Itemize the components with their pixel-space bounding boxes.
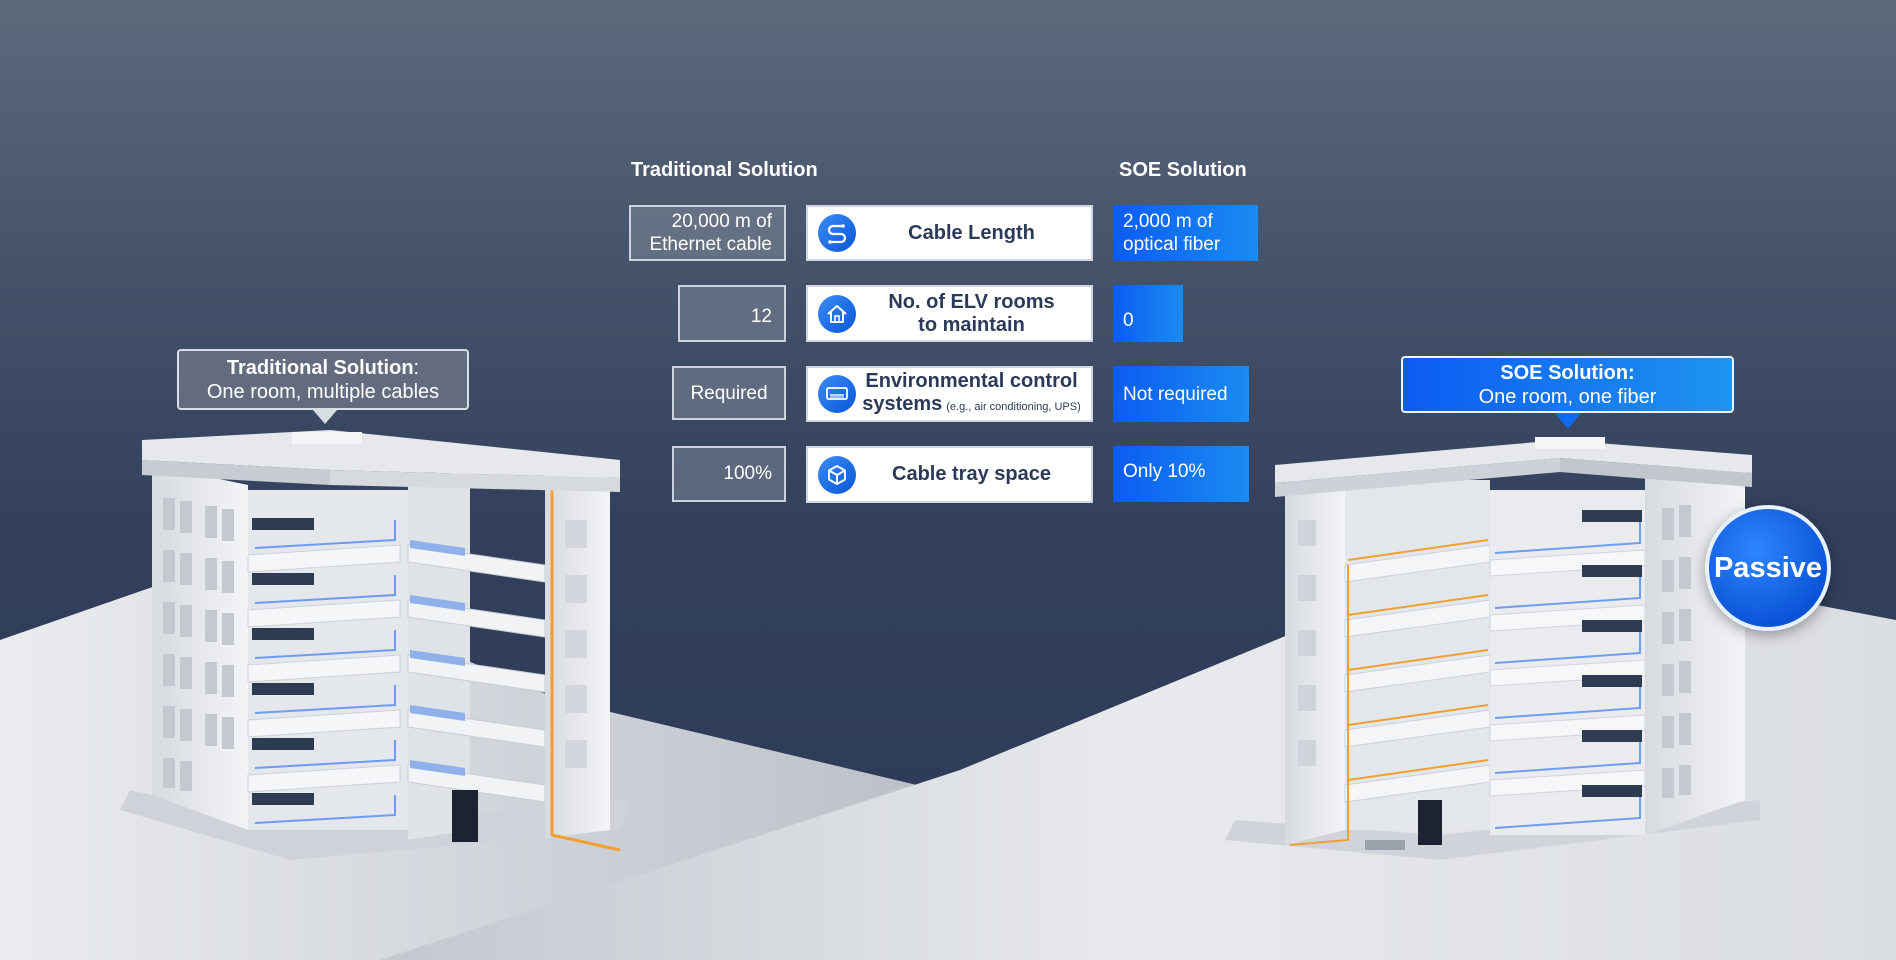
soe-value-environmental-control: Not required	[1113, 366, 1249, 422]
metric-label-elv-rooms: No. of ELV rooms to maintain	[806, 285, 1093, 342]
soe-value-line: 2,000 m of	[1123, 211, 1213, 232]
metric-label-note: (e.g., air conditioning, UPS)	[946, 400, 1081, 413]
metric-label-line-with-note: systems(e.g., air conditioning, UPS)	[862, 393, 1081, 419]
cable-route-icon	[818, 214, 856, 252]
soe-value-cable-tray: Only 10%	[1113, 446, 1249, 502]
soe-callout-pointer	[1555, 413, 1581, 429]
soe-value-elv-rooms: 0	[1113, 285, 1183, 342]
traditional-value-line: 100%	[723, 463, 772, 484]
metric-label-cable-length: Cable Length	[806, 205, 1093, 261]
passive-badge: Passive	[1705, 505, 1831, 631]
callout-title-line: Traditional Solution:	[179, 356, 467, 380]
soe-value-line: Not required	[1123, 383, 1228, 405]
soe-value-line: Only 10%	[1123, 461, 1206, 482]
metric-label-line: No. of ELV rooms	[888, 290, 1055, 313]
soe-value-line: 0	[1123, 310, 1134, 331]
metric-label-text: Cable Length	[858, 207, 1085, 259]
traditional-value-line: 20,000 m of	[671, 211, 772, 232]
traditional-value-elv-rooms: 12	[678, 285, 786, 342]
metric-label-line: Cable Length	[908, 221, 1035, 244]
soe-value-cable-length: 2,000 m of optical fiber	[1113, 205, 1258, 261]
callout-subtitle: One room, one fiber	[1478, 385, 1657, 408]
traditional-value-line: Ethernet cable	[649, 234, 772, 255]
soe-value-line: optical fiber	[1123, 234, 1221, 255]
callout-title: Traditional Solution	[226, 356, 414, 379]
air-conditioner-icon	[818, 375, 856, 413]
metric-label-environmental-control: Environmental control systems(e.g., air …	[806, 366, 1093, 422]
soe-solution-callout: SOE Solution: One room, one fiber	[1401, 356, 1734, 413]
soe-building	[1225, 437, 1760, 860]
traditional-solution-callout: Traditional Solution: One room, multiple…	[177, 349, 469, 410]
traditional-value-line: Required	[690, 382, 768, 404]
callout-title-colon: :	[413, 356, 420, 379]
metric-label-text: Cable tray space	[858, 448, 1085, 501]
traditional-value-line: 12	[750, 306, 772, 327]
callout-title: SOE Solution:	[1500, 361, 1635, 384]
metric-label-text: Environmental control systems(e.g., air …	[856, 368, 1087, 420]
cube-icon	[818, 455, 856, 494]
metric-label-line: Cable tray space	[892, 463, 1051, 485]
traditional-callout-pointer	[313, 410, 337, 424]
metric-label-text: No. of ELV rooms to maintain	[858, 287, 1085, 340]
metric-label-line: Environmental control	[865, 369, 1078, 392]
metric-label-line: to maintain	[918, 313, 1025, 336]
traditional-value-environmental-control: Required	[672, 366, 786, 420]
metric-label-line: systems	[862, 392, 943, 415]
traditional-column-header: Traditional Solution	[631, 159, 818, 181]
traditional-value-cable-tray: 100%	[672, 446, 786, 502]
metric-label-cable-tray: Cable tray space	[806, 446, 1093, 503]
house-icon	[818, 294, 856, 333]
traditional-value-cable-length: 20,000 m of Ethernet cable	[629, 205, 786, 261]
callout-subtitle: One room, multiple cables	[206, 380, 440, 403]
traditional-building	[120, 430, 630, 860]
soe-column-header: SOE Solution	[1119, 159, 1247, 181]
